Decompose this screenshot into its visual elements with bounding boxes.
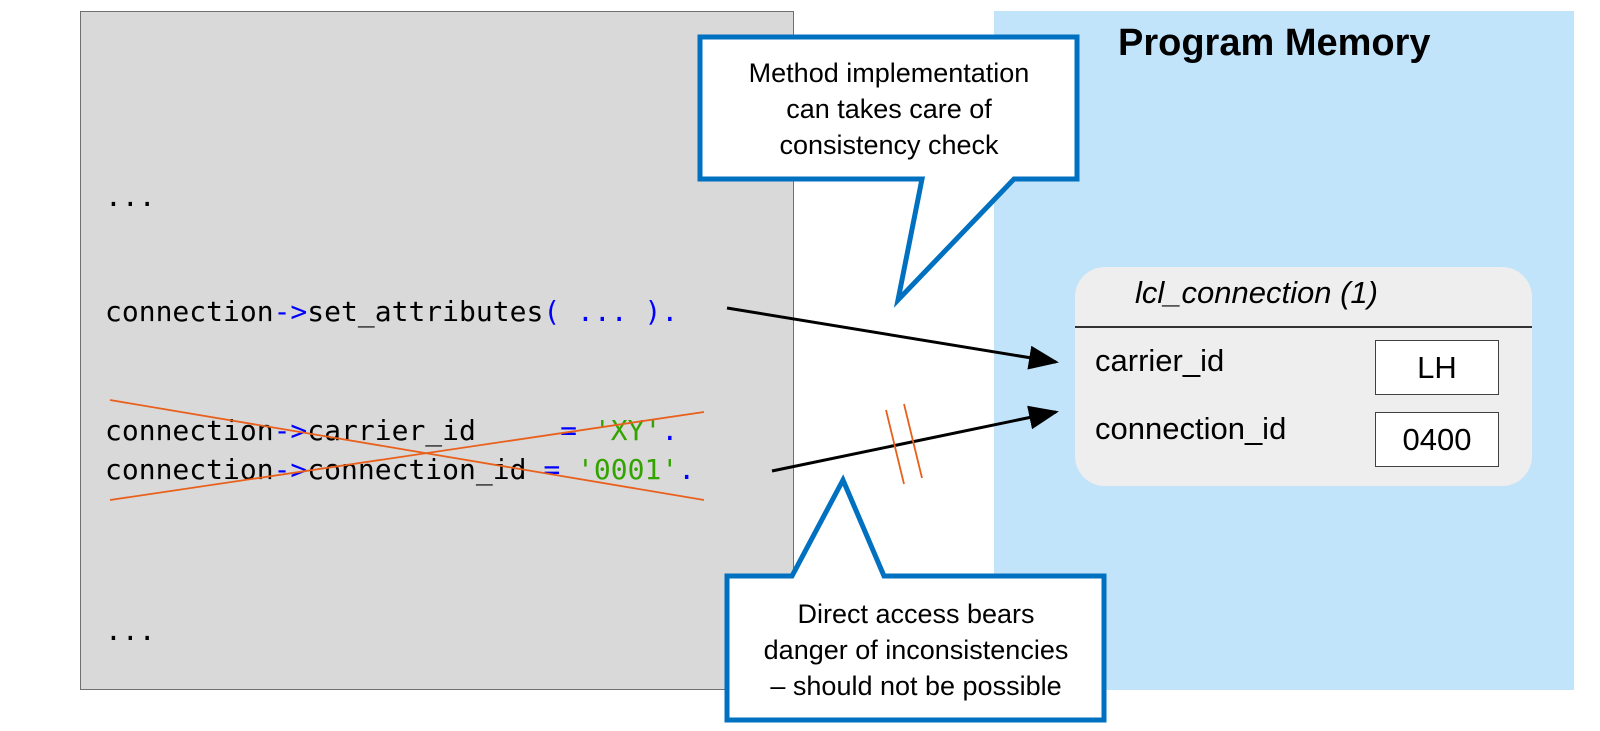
- callout-bottom-shape: [724, 474, 1107, 723]
- strike-through-line: [109, 411, 705, 501]
- code-method-args: ( ... ).: [543, 295, 679, 328]
- attribute-value-carrier-id: LH: [1375, 340, 1499, 395]
- code-arrow-operator: ->: [273, 295, 308, 328]
- code-object-ref: connection: [105, 414, 274, 447]
- strike-through-line: [109, 399, 705, 501]
- callout-top-line: Method implementation: [748, 58, 1030, 88]
- program-memory-title: Program Memory: [1118, 22, 1431, 64]
- blocked-slash: [903, 403, 923, 479]
- code-equals: =: [543, 453, 561, 486]
- blocked-slash: [885, 409, 905, 485]
- code-arrow-operator: ->: [273, 453, 308, 486]
- code-panel: [80, 11, 794, 690]
- callout-top-text: Method implementation can takes care of …: [703, 55, 1075, 163]
- code-object-ref: connection: [105, 295, 274, 328]
- object-divider: [1075, 326, 1532, 328]
- method-call-arrow: [726, 306, 1059, 370]
- object-instance-card: lcl_connection (1) carrier_id LH connect…: [1075, 267, 1532, 486]
- code-assign-connection-line: connection->connection_id = '0001'.: [105, 453, 695, 487]
- callout-top-shape: [697, 34, 1080, 308]
- callout-bottom-line: danger of inconsistencies: [763, 635, 1069, 665]
- callout-bottom-text: Direct access bears danger of inconsiste…: [730, 596, 1102, 704]
- code-equals: =: [560, 414, 578, 447]
- object-instance-name: lcl_connection (1): [1135, 275, 1378, 310]
- code-ellipsis-bottom: ...: [105, 614, 156, 647]
- attribute-value-connection-id: 0400: [1375, 412, 1499, 467]
- code-period: .: [678, 453, 696, 486]
- code-attribute-name: connection_id: [307, 453, 544, 486]
- code-method-name: set_attributes: [307, 295, 544, 328]
- callout-bottom-line: – should not be possible: [770, 671, 1062, 701]
- attribute-label-carrier-id: carrier_id: [1095, 343, 1225, 378]
- code-ellipsis-top: ...: [105, 180, 156, 213]
- callout-top-line: consistency check: [779, 130, 999, 160]
- attribute-label-connection-id: connection_id: [1095, 411, 1287, 446]
- code-string-literal: '0001': [577, 453, 679, 486]
- code-attribute-name: carrier_id: [307, 414, 561, 447]
- code-assign-carrier-line: connection->carrier_id = 'XY'.: [105, 414, 678, 448]
- callout-top-line: can takes care of: [786, 94, 992, 124]
- code-method-call-line: connection->set_attributes( ... ).: [105, 295, 678, 329]
- code-period: .: [661, 414, 679, 447]
- callout-bottom-line: Direct access bears: [797, 599, 1035, 629]
